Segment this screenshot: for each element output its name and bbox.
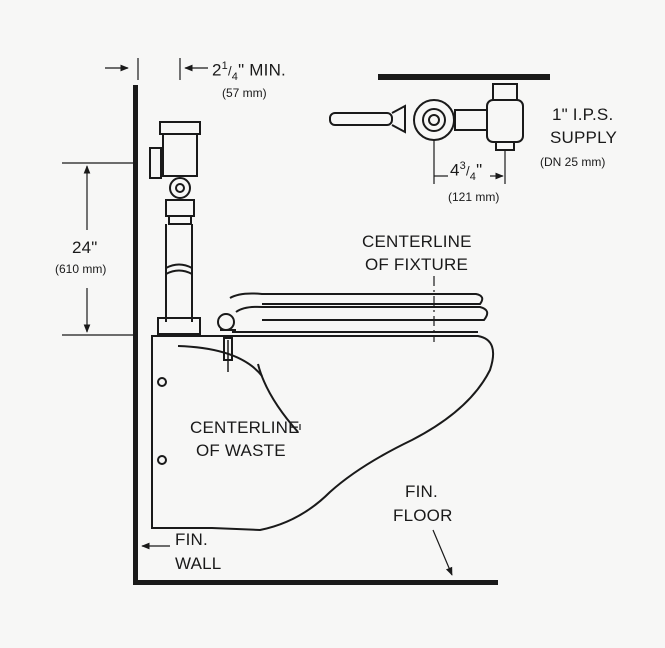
toilet-bowl (151, 331, 494, 532)
centerline-waste-line1: CENTERLINE (190, 418, 300, 437)
offset-den: 4 (469, 171, 477, 184)
supply-size-label: 1" I.P.S. (552, 105, 614, 124)
supply-label: SUPPLY (550, 128, 618, 147)
toilet-seat (217, 292, 489, 331)
min-clearance-suffix: " MIN. (238, 60, 286, 80)
min-clearance-label: 21/4" MIN. (212, 60, 286, 84)
top-view-wall (378, 74, 550, 80)
fin-wall-line2: WALL (175, 554, 222, 573)
min-clearance-metric: (57 mm) (222, 86, 267, 100)
min-clearance-num: 1 (221, 60, 228, 72)
flush-valve (149, 121, 201, 335)
offset-whole: 4 (450, 160, 460, 180)
centerline-fixture-line1: CENTERLINE (362, 232, 472, 251)
min-clearance-whole: 2 (212, 60, 222, 80)
offset-metric: (121 mm) (448, 190, 500, 204)
offset-suffix: " (476, 160, 483, 180)
dimension-lines (62, 58, 506, 576)
fin-floor-line1: FIN. (405, 482, 438, 501)
height-label: 24" (72, 238, 98, 257)
offset-label: 43/4" (450, 160, 483, 184)
offset-num: 3 (459, 160, 466, 172)
supply-metric: (DN 25 mm) (540, 155, 606, 169)
finished-wall (133, 85, 138, 585)
min-clearance-den: 4 (231, 71, 239, 84)
fin-floor-line2: FLOOR (393, 506, 453, 525)
flush-valve-top-view (329, 83, 524, 151)
centerline-fixture-line2: OF FIXTURE (365, 255, 469, 274)
finished-floor (133, 580, 498, 585)
centerline-waste-line2: OF WASTE (196, 441, 286, 460)
height-metric: (610 mm) (55, 262, 107, 276)
fin-wall-line1: FIN. (175, 530, 208, 549)
